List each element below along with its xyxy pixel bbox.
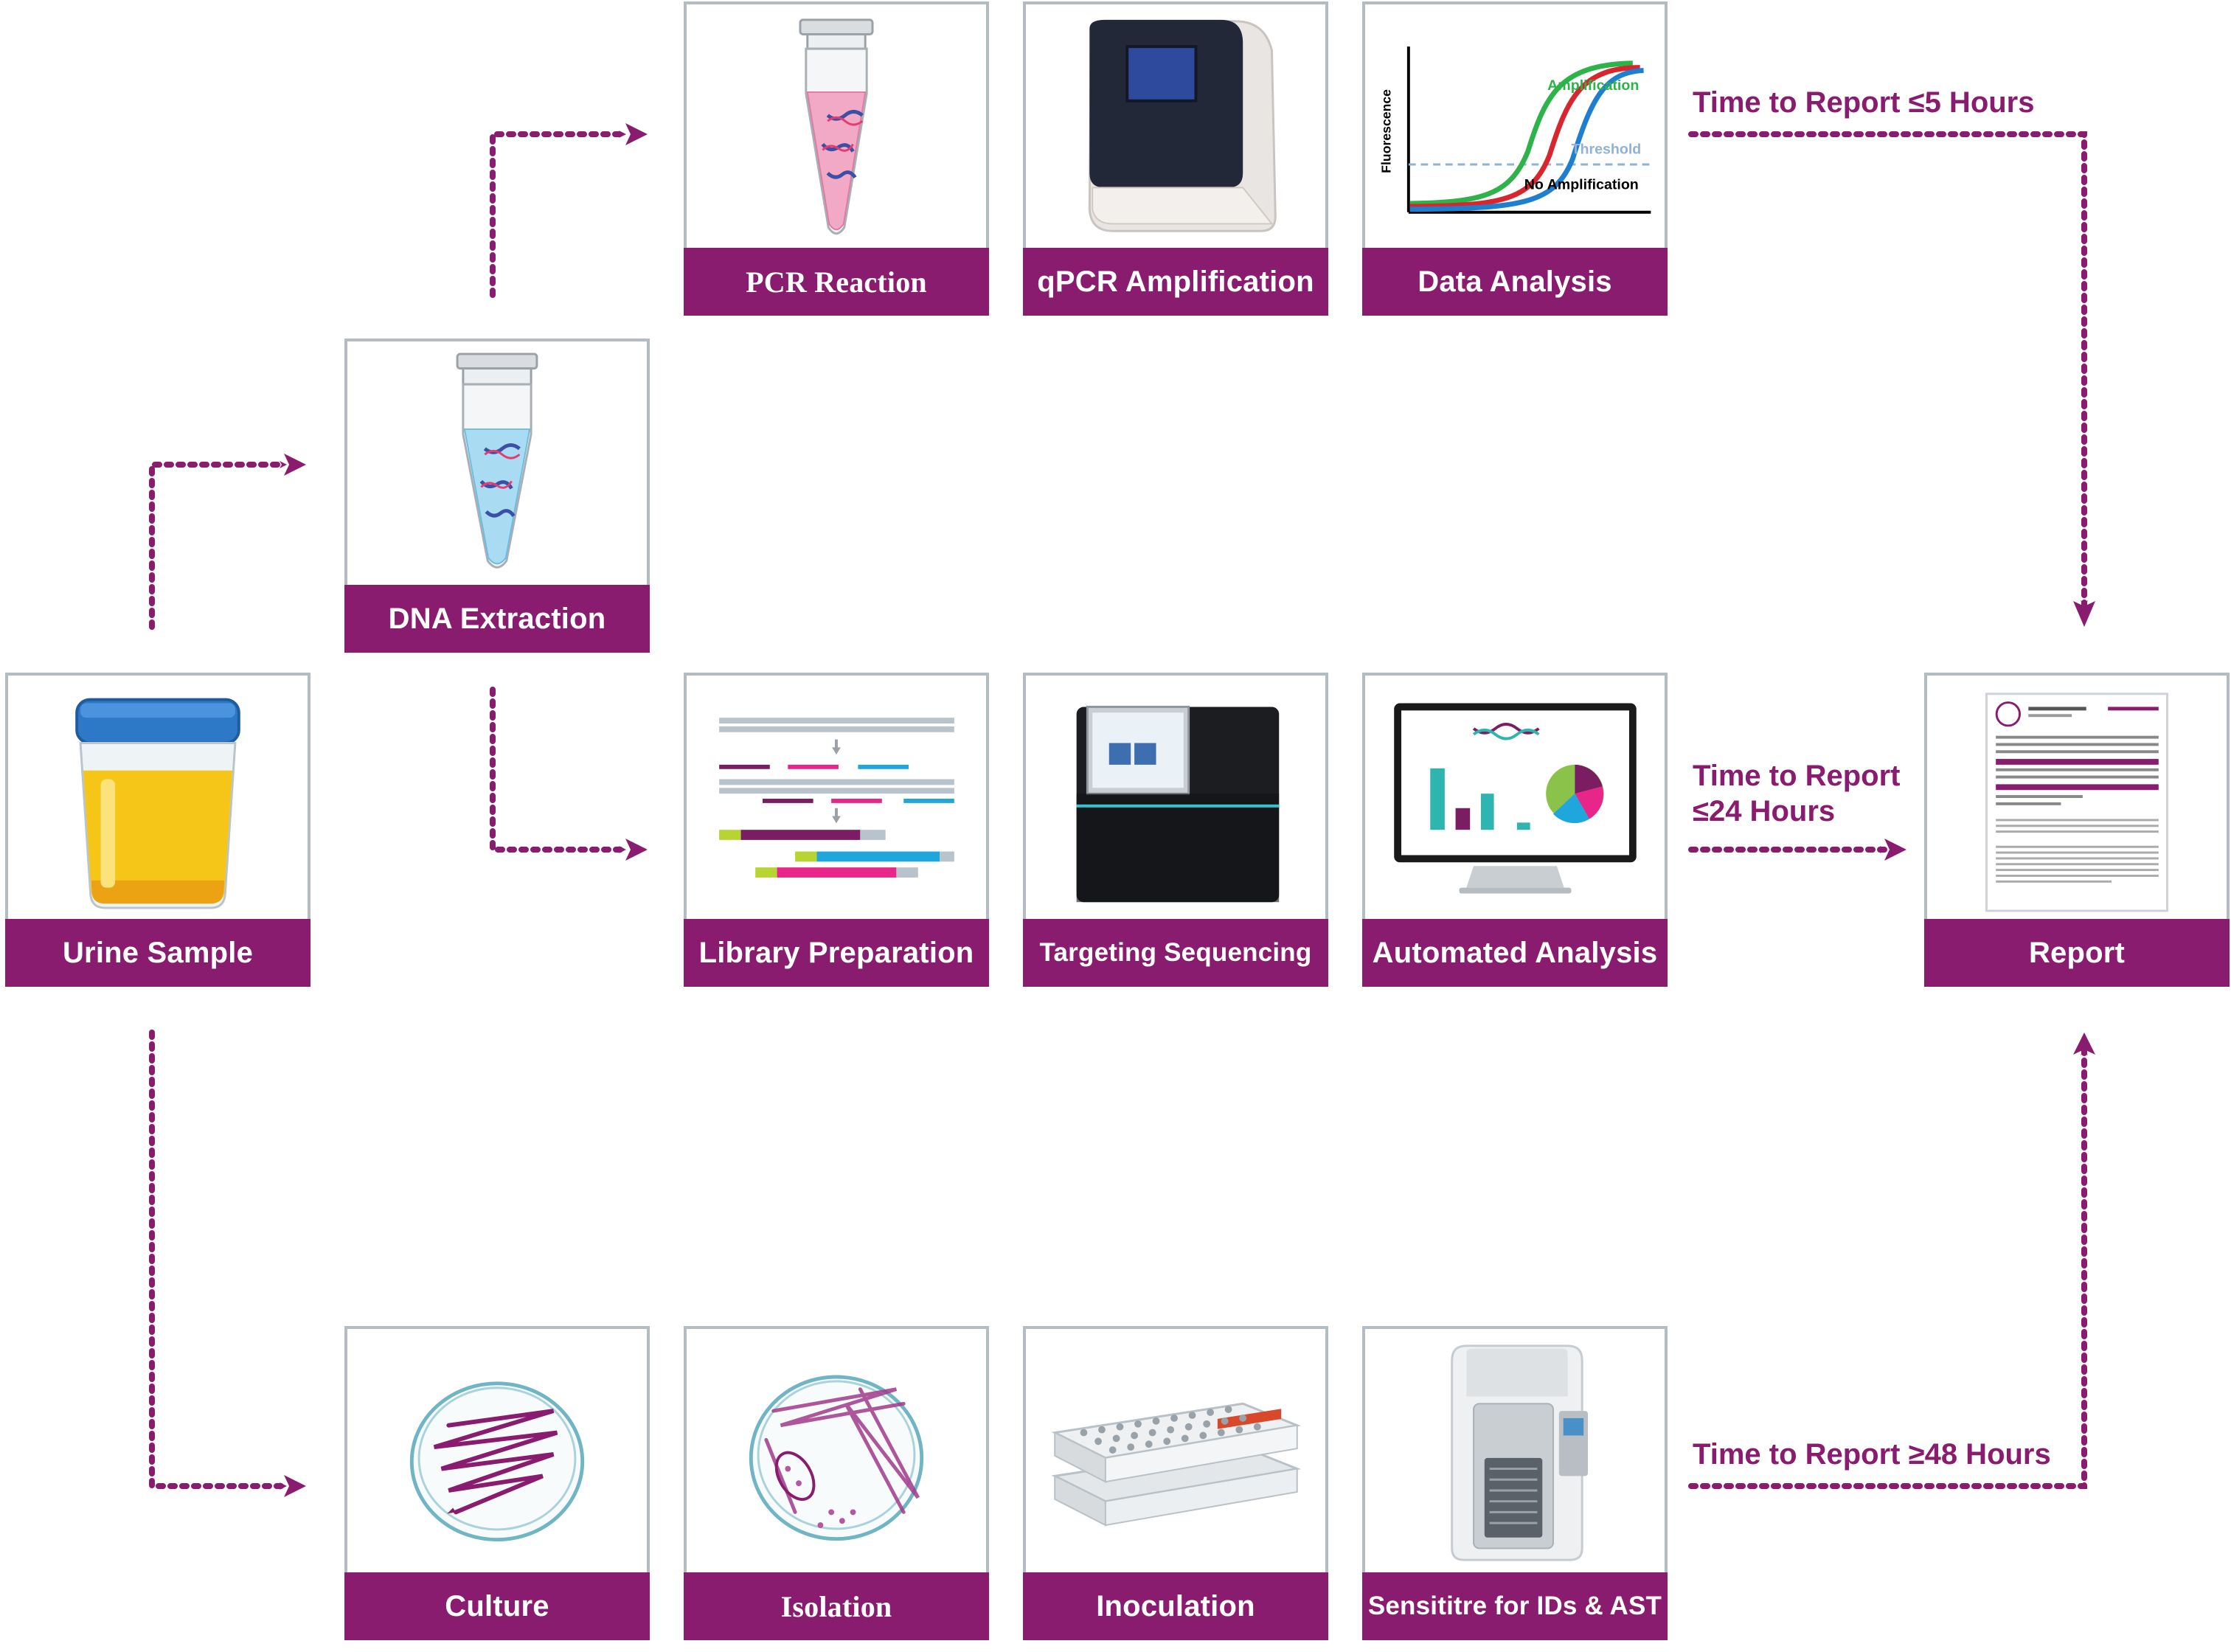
report-document-icon (1927, 676, 2227, 922)
ttr-culture-label: Time to Report ≥48 Hours (1693, 1438, 2051, 1471)
node-sensititre: Sensititre for IDs & AST (1362, 1326, 1668, 1640)
qpcr-instrument-icon (1026, 4, 1325, 251)
qpcr-chart-threshold-label: Threshold (1571, 141, 1641, 157)
node-dna-extraction-label: DNA Extraction (344, 585, 650, 653)
node-pcr-reaction-label: PCR Reaction (684, 248, 989, 316)
node-pcr-reaction: PCR Reaction (684, 1, 989, 316)
node-library-preparation-label: Library Preparation (684, 919, 989, 987)
arrow-dna-to-pcr (490, 131, 626, 298)
node-inoculation: Inoculation (1023, 1326, 1328, 1640)
node-report: Report (1924, 673, 2230, 987)
node-sensititre-label: Sensititre for IDs & AST (1362, 1572, 1668, 1640)
arrow-urine-to-culture (149, 1030, 287, 1490)
arrow-pcr-to-report (1688, 131, 2088, 608)
qpcr-chart-ylabel: Fluorescence (1378, 89, 1393, 173)
sequencer-icon (1026, 676, 1325, 922)
node-urine-sample: Urine Sample (5, 673, 310, 987)
node-data-analysis-label: Data Analysis (1362, 248, 1668, 316)
node-targeting-sequencing: Targeting Sequencing (1023, 673, 1328, 987)
isolation-plate-icon (687, 1329, 986, 1575)
node-targeting-sequencing-label: Targeting Sequencing (1023, 919, 1328, 987)
arrow-culture-to-report (1688, 1048, 2088, 1489)
extraction-tube-icon (347, 341, 647, 588)
amplification-plot: Fluorescence Amplification Threshold No … (1365, 4, 1665, 251)
node-report-label: Report (1924, 919, 2230, 987)
arrow-dna-to-library (490, 687, 626, 853)
culture-plate-icon (347, 1329, 647, 1575)
node-isolation-label: Isolation (684, 1572, 989, 1640)
urine-cup-icon (8, 676, 308, 922)
node-inoculation-label: Inoculation (1023, 1572, 1328, 1640)
arrow-urine-to-dna (149, 461, 287, 630)
node-automated-analysis: Automated Analysis (1362, 673, 1668, 987)
node-dna-extraction: DNA Extraction (344, 339, 650, 653)
ttr-ngs-label-line2: ≤24 Hours (1693, 795, 1836, 827)
node-automated-analysis-label: Automated Analysis (1362, 919, 1668, 987)
ttr-pcr-label: Time to Report ≤5 Hours (1693, 86, 2035, 119)
node-library-preparation: Library Preparation (684, 673, 989, 987)
node-qpcr-amplification: qPCR Amplification (1023, 1, 1328, 316)
microplate-stack-icon (1026, 1329, 1325, 1575)
node-qpcr-amplification-label: qPCR Amplification (1023, 248, 1328, 316)
qpcr-chart-amplification-label: Amplification (1547, 77, 1639, 94)
qpcr-chart-no-amplification-label: No Amplification (1524, 176, 1639, 192)
ttr-ngs-label-line1: Time to Report (1693, 760, 1901, 792)
library-prep-icon (687, 676, 986, 922)
node-culture-label: Culture (344, 1572, 650, 1640)
pcr-tube-icon (687, 4, 986, 251)
node-urine-sample-label: Urine Sample (5, 919, 310, 987)
node-data-analysis: Fluorescence Amplification Threshold No … (1362, 1, 1668, 316)
node-isolation: Isolation (684, 1326, 989, 1640)
sensititre-instrument-icon (1365, 1329, 1665, 1575)
node-culture: Culture (344, 1326, 650, 1640)
monitor-icon (1365, 676, 1665, 922)
